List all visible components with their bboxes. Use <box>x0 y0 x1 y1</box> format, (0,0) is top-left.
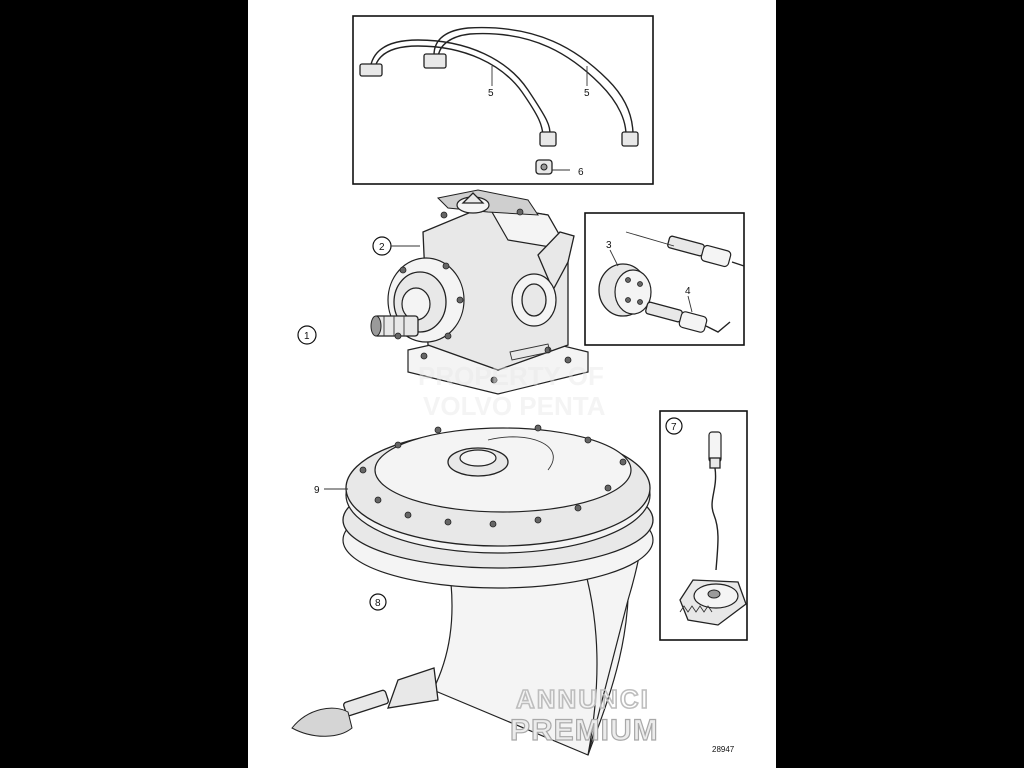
hose-5-right <box>423 26 639 147</box>
hose-5-left <box>359 39 557 147</box>
reference-number: 28947 <box>712 745 735 754</box>
sensor-4-upper <box>667 235 745 268</box>
callout-5b: 5 <box>584 88 590 99</box>
speed-sensor-7 <box>679 431 747 626</box>
exploded-parts-diagram: 5 5 6 <box>291 15 748 756</box>
callout-6: 6 <box>578 167 584 178</box>
callout-9: 9 <box>314 485 320 496</box>
diagram-sheet: 5 5 6 <box>248 0 776 768</box>
callout-8: 8 <box>375 598 381 609</box>
watermark-center-line2: VOLVO PENTA <box>423 391 606 421</box>
fitting-6 <box>535 159 570 175</box>
upper-gear-housing-2 <box>370 189 589 395</box>
callout-2: 2 <box>379 242 385 253</box>
sensor-4-lower <box>645 301 731 333</box>
callout-1: 1 <box>304 331 310 342</box>
lower-gear-housing-8 <box>291 424 654 756</box>
watermark-corner-line2: PREMIUM <box>510 714 659 747</box>
corner-watermark: ANNUNCI PREMIUM <box>509 683 659 747</box>
callout-4: 4 <box>685 286 691 297</box>
callout-3: 3 <box>606 240 612 251</box>
callout-5a: 5 <box>488 88 494 99</box>
watermark-corner-line1: ANNUNCI <box>516 684 650 714</box>
sensor-ring-3 <box>598 263 652 317</box>
hose-detail-box <box>352 15 654 185</box>
center-watermark: PROPERTY OF VOLVO PENTA <box>418 361 606 421</box>
callout-7: 7 <box>671 422 677 433</box>
watermark-center-line1: PROPERTY OF <box>418 361 604 391</box>
